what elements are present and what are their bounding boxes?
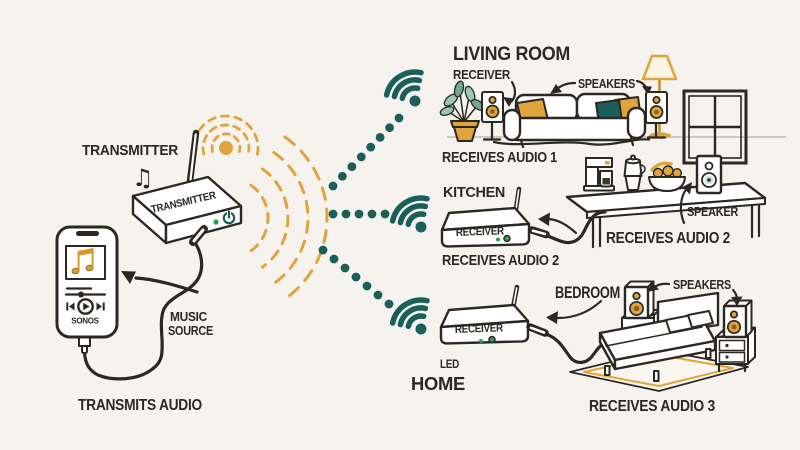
bedroom-arrow bbox=[546, 299, 603, 324]
kitchen-receiver: RECEIVER bbox=[440, 186, 550, 248]
kitchen-device-caption: RECEIVES AUDIO 2 bbox=[442, 253, 559, 269]
wifi-icon-kitchen bbox=[389, 195, 430, 233]
power-icon bbox=[222, 210, 236, 225]
living-room-title: LIVING ROOM bbox=[453, 44, 570, 65]
coffee-maker bbox=[583, 157, 615, 192]
kitchen-receiver-device-label: RECEIVER bbox=[456, 225, 505, 239]
speakers-arrow-left bbox=[550, 81, 577, 94]
plant bbox=[439, 80, 486, 142]
living-room-speaker-left bbox=[481, 91, 504, 141]
kitchen-cable bbox=[546, 210, 607, 245]
bedroom-receiver-device-label: RECEIVER bbox=[455, 322, 504, 336]
window bbox=[682, 89, 748, 165]
living-room-receiver-label: RECEIVER bbox=[453, 67, 511, 82]
signal-ray-bottom bbox=[318, 245, 394, 309]
next-icon bbox=[96, 302, 105, 311]
audio-cable bbox=[82, 241, 204, 381]
kitchen-caption: RECEIVES AUDIO 2 bbox=[606, 230, 730, 247]
progress-thumb bbox=[78, 291, 84, 298]
transmitter-label: TRANSMITTER bbox=[82, 142, 178, 159]
moka-pot bbox=[623, 154, 646, 191]
signal-ray-middle bbox=[328, 209, 390, 219]
living-room-speaker-right bbox=[645, 91, 668, 139]
phone-notch bbox=[76, 231, 99, 236]
kitchen-speaker-arrow bbox=[679, 182, 692, 225]
bedroom-speaker-right bbox=[722, 299, 753, 339]
bedroom-speakers-arrow-right bbox=[731, 288, 743, 306]
prev-icon bbox=[66, 302, 75, 311]
bedroom-receiver: RECEIVER bbox=[439, 284, 549, 345]
album-art bbox=[65, 245, 106, 280]
wifi-icon-bedroom bbox=[389, 297, 430, 335]
kitchen-receiver-arrow bbox=[538, 212, 578, 235]
bedroom-speakers-arrow-left bbox=[647, 282, 671, 292]
bedroom-nightstand-right bbox=[715, 326, 756, 373]
transmits-audio-caption: TRANSMITS AUDIO bbox=[78, 397, 202, 414]
sonos-logo: SONOS bbox=[71, 317, 99, 326]
signal-ray-top bbox=[328, 113, 404, 191]
bedroom-speakers-label: SPEAKERS bbox=[673, 278, 731, 292]
bedroom-caption: RECEIVES AUDIO 3 bbox=[589, 398, 715, 415]
bedroom-speaker-left bbox=[623, 280, 655, 320]
home-label: HOME bbox=[411, 374, 465, 394]
music-source-label-1: MUSIC bbox=[170, 309, 208, 324]
bedroom-title: BEDROOM bbox=[555, 284, 620, 302]
music-source-label-2: SOURCE bbox=[168, 323, 214, 338]
kitchen-speaker-label: SPEAKER bbox=[687, 205, 738, 219]
living-room-speakers-label: SPEAKERS bbox=[578, 77, 635, 91]
couch bbox=[502, 92, 647, 149]
transmitter-led bbox=[213, 219, 219, 225]
phone: SONOS bbox=[55, 225, 119, 354]
play-icon bbox=[77, 298, 94, 315]
transmit-signal-icon bbox=[192, 114, 260, 158]
fruit-bowl bbox=[648, 161, 686, 192]
pillow-right bbox=[687, 310, 714, 329]
receiver-arrow bbox=[503, 80, 517, 107]
led-label: LED bbox=[440, 357, 460, 371]
bed bbox=[598, 291, 720, 382]
music-note-icon: ♫ bbox=[132, 164, 153, 192]
speakers-arrow-right bbox=[635, 79, 652, 95]
wifi-icon-living-room bbox=[383, 69, 424, 107]
broadcast-arcs-icon bbox=[249, 135, 329, 301]
bedroom-receiver-led bbox=[479, 339, 483, 343]
music-source-arrow bbox=[121, 271, 199, 294]
kitchen-speaker bbox=[695, 154, 723, 195]
living-room-caption: RECEIVES AUDIO 1 bbox=[442, 149, 557, 166]
transmitter-device: TRANSMITTER bbox=[131, 129, 243, 246]
kitchen-title: KITCHEN bbox=[443, 185, 505, 201]
kitchen-receiver-led bbox=[496, 237, 500, 242]
